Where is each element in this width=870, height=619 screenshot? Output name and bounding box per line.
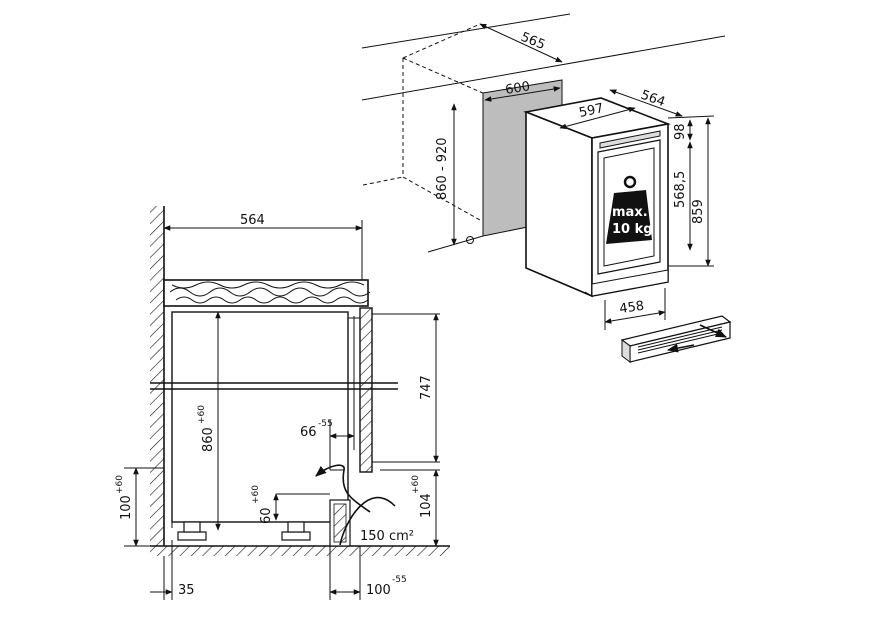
floor-hatch (150, 546, 450, 556)
dim-104: 104 (419, 493, 434, 518)
dim-66-sup: -55 (318, 419, 333, 429)
dim-564-side: 564 (240, 213, 265, 228)
dim-100-bottom-sup: -55 (392, 575, 407, 585)
weight-label-2: 10 kg (612, 222, 653, 237)
dim-564-top: 564 (639, 88, 667, 111)
dim-458: 458 (618, 299, 645, 317)
dim-100-left-sup: +60 (115, 475, 125, 494)
door-panel (359, 307, 373, 473)
dim-100-bottom: 100 (366, 583, 391, 598)
dim-98: 98 (673, 123, 688, 140)
wall-hatch (150, 206, 164, 546)
dim-60: 60 (259, 507, 274, 524)
dim-860-920: 860 - 920 (435, 137, 450, 200)
dim-600: 600 (504, 79, 531, 98)
weight-label-1: max. (612, 205, 648, 220)
dim-860-sup: +60 (197, 405, 207, 424)
dim-104-sup: +60 (411, 475, 421, 494)
dim-597: 597 (578, 101, 605, 121)
dim-100-left: 100 (119, 495, 134, 520)
dim-60-sup: +60 (251, 485, 261, 504)
dim-565: 565 (519, 30, 548, 53)
dim-66: 66 (300, 425, 317, 440)
worktop (163, 279, 371, 307)
dim-568-5: 568,5 (673, 171, 688, 208)
foot-icon (466, 236, 474, 244)
vent-grille-detail (620, 315, 732, 363)
weight-icon: max. 10 kg (606, 175, 653, 244)
feet (177, 521, 311, 547)
dim-860-side: 860 (201, 427, 216, 452)
dim-859: 859 (691, 199, 706, 224)
top-isometric-view: 565 600 860 - 920 max. 10 kg (361, 13, 732, 363)
dim-35: 35 (178, 583, 195, 598)
vent-area-label: 150 cm² (360, 529, 414, 544)
dim-747: 747 (419, 375, 434, 400)
side-section-view: 564 860 +60 747 66 -55 150 cm² (115, 206, 450, 600)
